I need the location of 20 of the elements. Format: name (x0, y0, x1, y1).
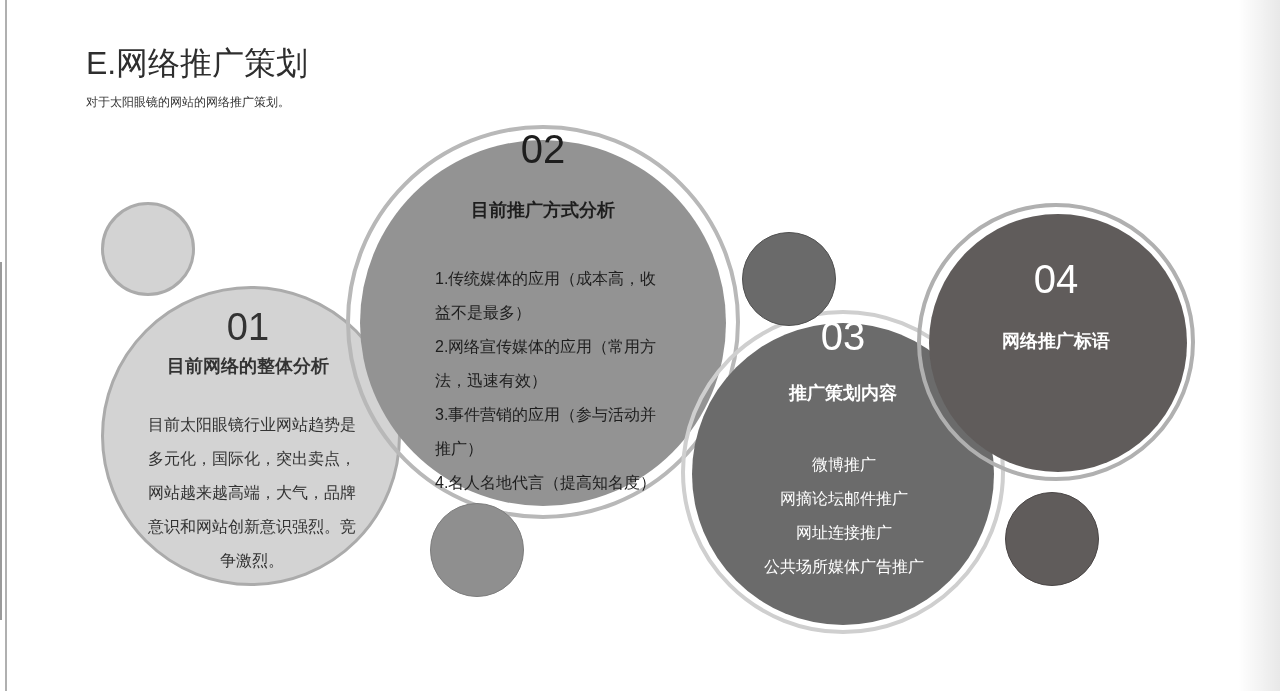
list-item: 网址连接推广 (796, 523, 892, 543)
section-circle (681, 310, 1005, 634)
list-item: 网摘论坛邮件推广 (780, 489, 908, 509)
list-item: 1.传统媒体的应用（成本高，收益不是最多） (435, 269, 658, 323)
list-item: 微博推广 (812, 455, 876, 475)
section-heading: 推广策划内容 (789, 382, 897, 404)
body-text: 目前太阳眼镜行业网站趋势是多元化，国际化，突出卖点，网站越来越高端，大气，品牌意识和网站创新意识强烈。竞争激烈。 (147, 415, 357, 571)
subtitle: 对于太阳眼镜的网站的网络推广策划。 (86, 95, 290, 110)
section-heading: 目前网络的整体分析 (167, 355, 329, 377)
section-heading: 目前推广方式分析 (471, 199, 615, 221)
section-number: 02 (520, 129, 566, 169)
section-number: 03 (820, 316, 866, 356)
section-heading: 网络推广标语 (1002, 330, 1110, 352)
page-title: E.网络推广策划 (86, 44, 309, 82)
list-item: 2.网络宣传媒体的应用（常用方法，迅速有效） (435, 337, 658, 391)
list-item: 3.事件营销的应用（参与活动并推广） (435, 405, 658, 459)
section-number: 01 (226, 308, 270, 346)
list-item: 公共场所媒体广告推广 (764, 557, 924, 577)
section-number: 04 (1033, 259, 1079, 299)
section-circle (917, 203, 1195, 481)
